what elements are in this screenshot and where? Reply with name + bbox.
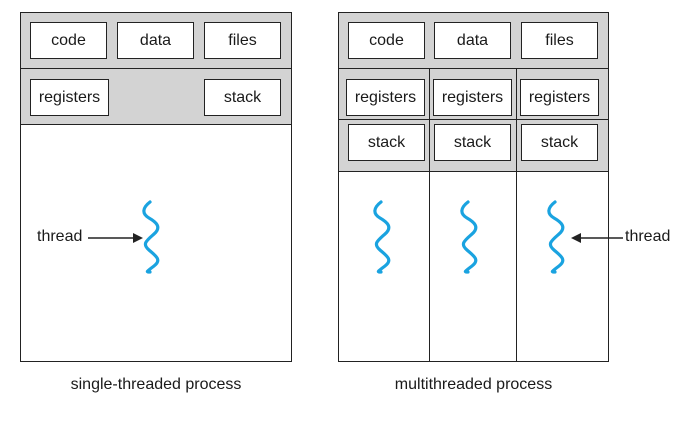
multi-caption: multithreaded process <box>394 376 553 393</box>
files-box: files <box>521 22 598 59</box>
files-box: files <box>204 22 281 59</box>
single-caption: single-threaded process <box>70 376 242 393</box>
stack-box: stack <box>204 79 281 116</box>
multithreaded-process <box>338 12 609 362</box>
thread-column-divider <box>516 69 517 361</box>
single-threaded-process <box>20 12 292 362</box>
data-box: data <box>434 22 511 59</box>
registers-box: registers <box>30 79 109 116</box>
arrow-icon <box>571 233 623 243</box>
registers-box: registers <box>433 79 512 116</box>
registers-box: registers <box>346 79 425 116</box>
code-box: code <box>348 22 425 59</box>
thread-label: thread <box>37 228 83 245</box>
wavy-line-icon <box>547 200 565 274</box>
row-divider <box>339 119 608 120</box>
code-box: code <box>30 22 107 59</box>
stack-box: stack <box>434 124 511 161</box>
stack-box: stack <box>348 124 425 161</box>
wavy-line-icon <box>142 200 160 274</box>
stack-box: stack <box>521 124 598 161</box>
arrow-icon <box>88 233 143 243</box>
thread-label: thread <box>625 228 671 245</box>
wavy-line-icon <box>373 200 391 274</box>
registers-box: registers <box>520 79 599 116</box>
wavy-line-icon <box>460 200 478 274</box>
data-box: data <box>117 22 194 59</box>
thread-column-divider <box>429 69 430 361</box>
